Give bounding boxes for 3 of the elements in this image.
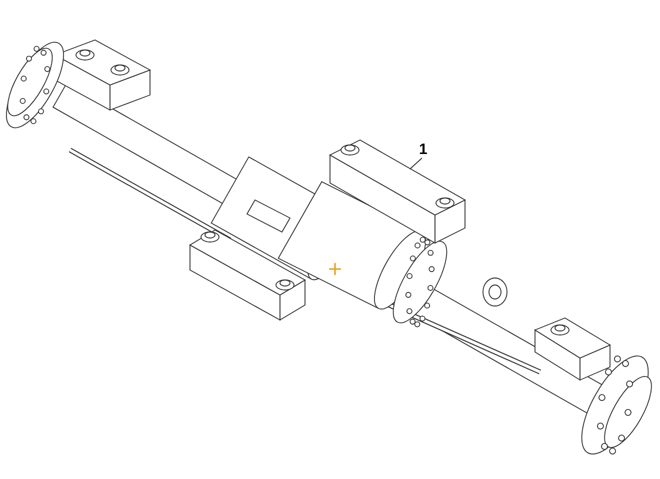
leader-line [410, 158, 422, 170]
mounting-block [329, 139, 466, 244]
callout-number: 1 [419, 142, 428, 158]
